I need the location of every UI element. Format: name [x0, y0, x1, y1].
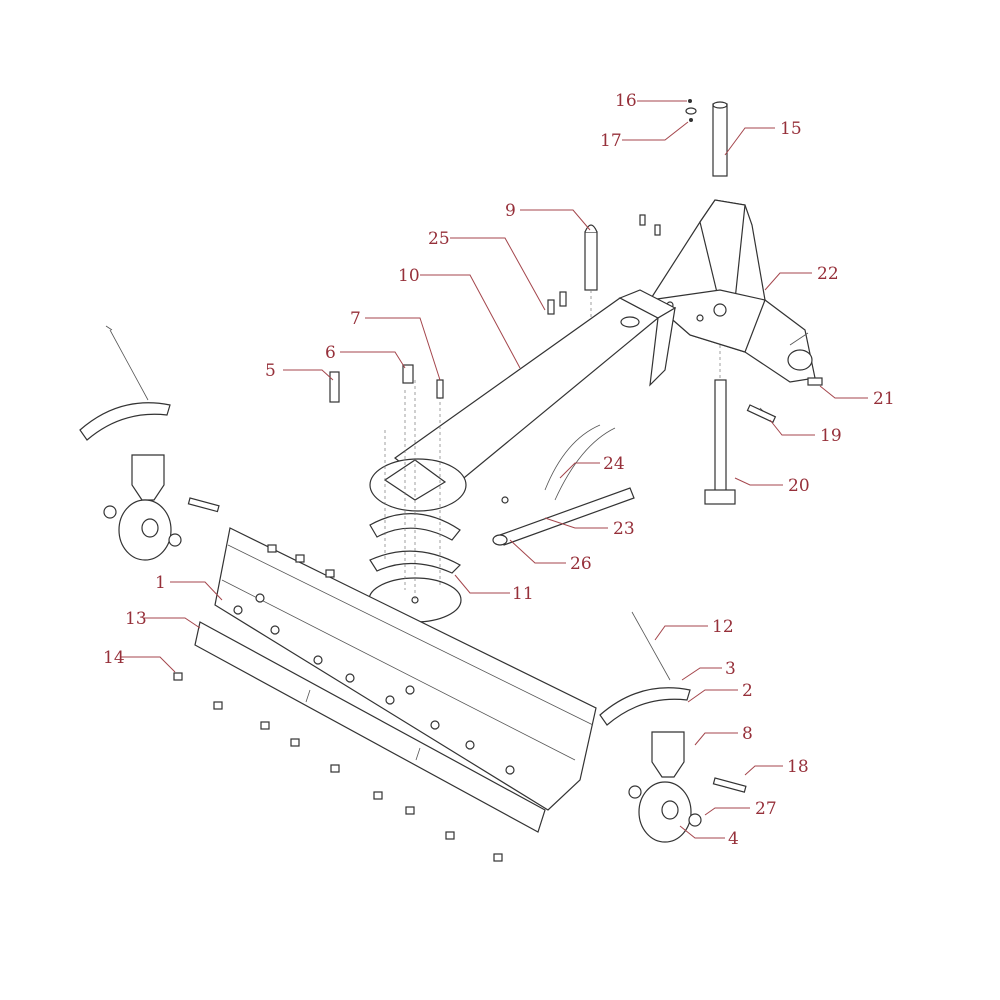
- blade-hole: [255, 593, 265, 603]
- bolt: [290, 738, 300, 747]
- callout-17: 17: [600, 131, 622, 151]
- right-gauge-wheel: [599, 611, 747, 843]
- blade-hole: [233, 605, 243, 615]
- callout-21: 21: [873, 389, 895, 409]
- callout-9: 9: [505, 201, 516, 221]
- blade-hole: [385, 695, 395, 705]
- leader-line-1: [170, 581, 223, 601]
- callout-labels: 1234567891011121314151617181920212223242…: [103, 91, 895, 849]
- callout-1: 1: [155, 573, 166, 593]
- callout-3: 3: [725, 659, 736, 679]
- bolt: [405, 806, 415, 815]
- callout-11: 11: [512, 584, 534, 604]
- leader-line-8: [694, 732, 738, 746]
- blade-hole: [430, 720, 440, 730]
- blade-hole: [270, 625, 280, 635]
- callout-8: 8: [742, 724, 753, 744]
- callout-2: 2: [742, 681, 753, 701]
- blade-hole: [313, 655, 323, 665]
- callout-leaders: [120, 100, 868, 839]
- leader-line-13: [143, 617, 201, 629]
- pivot-pin: [547, 214, 661, 320]
- bolt: [493, 853, 503, 862]
- bolt: [325, 569, 335, 578]
- leader-line-2: [687, 689, 738, 703]
- bolt: [260, 721, 270, 730]
- leader-line-3: [681, 667, 722, 681]
- bolt: [373, 791, 383, 800]
- leader-line-19: [769, 419, 815, 436]
- callout-14: 14: [103, 648, 125, 668]
- callout-10: 10: [398, 266, 420, 286]
- blade-hole: [405, 685, 415, 695]
- jack-stand: [704, 345, 777, 505]
- callout-6: 6: [325, 343, 336, 363]
- leader-line-24: [559, 462, 600, 479]
- leader-line-18: [744, 765, 783, 776]
- leader-line-15: [724, 127, 775, 156]
- hydraulic-cylinder: [492, 424, 635, 546]
- bolt: [295, 554, 305, 563]
- callout-25: 25: [428, 229, 450, 249]
- leader-line-12: [654, 625, 708, 641]
- callout-16: 16: [615, 91, 637, 111]
- leader-line-23: [544, 517, 608, 529]
- leader-line-6: [340, 351, 406, 369]
- turntable: [329, 364, 467, 623]
- callout-26: 26: [570, 554, 592, 574]
- leader-line-27: [704, 807, 750, 816]
- leader-line-26: [509, 539, 566, 564]
- leader-line-7: [365, 317, 441, 381]
- bolt: [267, 544, 277, 553]
- callout-23: 23: [613, 519, 635, 539]
- blade: [194, 527, 597, 833]
- callout-13: 13: [125, 609, 147, 629]
- leader-line-14: [120, 656, 176, 673]
- leader-line-25: [450, 237, 546, 311]
- bolt: [213, 701, 223, 710]
- leader-line-17: [622, 121, 689, 141]
- bolt: [445, 831, 455, 840]
- leader-line-21: [819, 385, 868, 399]
- a-frame: [648, 199, 823, 419]
- leader-line-5: [283, 369, 334, 381]
- mast-pin: [685, 99, 728, 177]
- callout-19: 19: [820, 426, 842, 446]
- leader-line-4: [679, 825, 725, 839]
- blade-hole: [345, 673, 355, 683]
- callout-22: 22: [817, 264, 839, 284]
- callout-5: 5: [265, 361, 276, 381]
- callout-15: 15: [780, 119, 802, 139]
- bolt: [173, 672, 183, 681]
- leader-line-20: [734, 477, 783, 486]
- callout-18: 18: [787, 757, 809, 777]
- boom-arm: [394, 289, 677, 497]
- callout-27: 27: [755, 799, 777, 819]
- blade-hole: [505, 765, 515, 775]
- leader-line-22: [764, 272, 812, 291]
- leader-line-10: [420, 274, 521, 369]
- callout-4: 4: [728, 829, 739, 849]
- blade-bolts: [173, 544, 515, 862]
- callout-12: 12: [712, 617, 734, 637]
- blade-hole: [465, 740, 475, 750]
- bolt: [330, 764, 340, 773]
- leader-line-9: [520, 209, 591, 231]
- left-gauge-wheel: [79, 325, 220, 561]
- leader-line-11: [454, 574, 510, 594]
- callout-7: 7: [350, 309, 361, 329]
- callout-24: 24: [603, 454, 625, 474]
- callout-20: 20: [788, 476, 810, 496]
